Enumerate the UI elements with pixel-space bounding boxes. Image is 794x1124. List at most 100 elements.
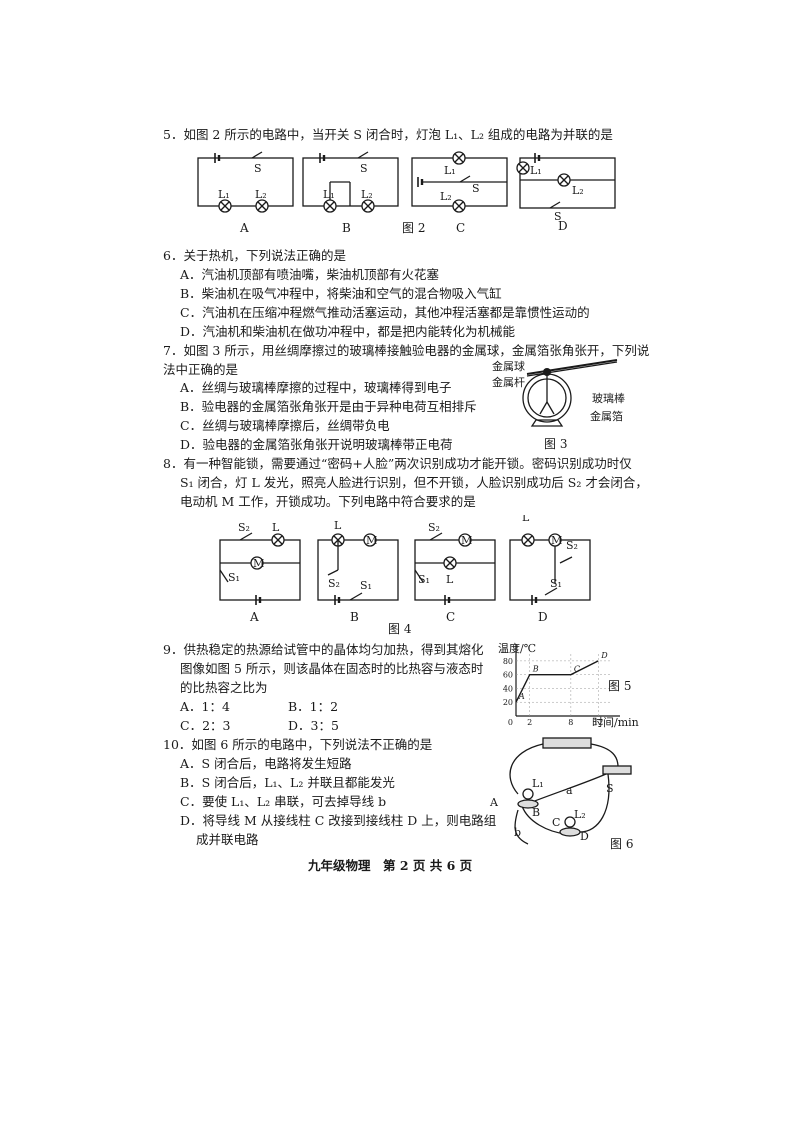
circuit-a bbox=[197, 151, 294, 213]
terminal-b-label: B bbox=[532, 806, 540, 819]
chart-x-tick-label: 8 bbox=[568, 718, 573, 727]
q8-b-l: L bbox=[334, 519, 342, 532]
q5-option-a: A bbox=[239, 221, 249, 235]
circuit-c bbox=[411, 151, 508, 213]
q10-option-c: C．要使 L₁、L₂ 串联，可去掉导线 b bbox=[180, 794, 387, 809]
chart-point-label-a: A bbox=[518, 692, 525, 701]
q5-b-l1-label: L₁ bbox=[323, 188, 335, 201]
q5-option-b: B bbox=[342, 221, 351, 235]
q8-option-b: B bbox=[350, 610, 359, 624]
q8-circuits-figure: S₂ L M S₁ L M S₂ S₁ S₂ M S₁ L L M S₂ S₁ … bbox=[219, 515, 591, 636]
q8-a-s1: S₁ bbox=[228, 571, 240, 584]
chart-y-tick-label: 20 bbox=[503, 698, 513, 707]
chart-point-label-b: B bbox=[532, 665, 539, 674]
lock-circuit-b bbox=[317, 533, 399, 605]
q5-stem: 5．如图 2 所示的电路中，当开关 S 闭合时，灯泡 L₁、L₂ 组成的电路为并… bbox=[163, 127, 613, 142]
q8-c-s1: S₁ bbox=[418, 573, 430, 586]
q9-option-b: B．1：2 bbox=[288, 699, 339, 714]
q5-c-l1-label: L₁ bbox=[444, 164, 456, 177]
q8-a-s2: S₂ bbox=[238, 521, 250, 534]
q8-d-m: M bbox=[551, 534, 562, 547]
page-footer: 九年级物理 第 2 页 共 6 页 bbox=[308, 858, 473, 873]
chart-y-tick-label: 60 bbox=[503, 671, 513, 680]
q8-b-s2: S₂ bbox=[328, 577, 340, 590]
q8-option-d: D bbox=[538, 610, 548, 624]
q9-option-c: C．2：3 bbox=[180, 718, 231, 733]
q5-a-l2-label: L₂ bbox=[255, 188, 267, 201]
q5-option-d: D bbox=[558, 219, 568, 233]
q7-stem-line1: 7．如图 3 所示，用丝绸摩擦过的玻璃棒接触验电器的金属球，金属箔张角张开，下列… bbox=[163, 343, 650, 358]
circuit-d bbox=[516, 153, 616, 209]
q5-d-l2-label: L₂ bbox=[572, 184, 584, 197]
q10-option-d-continued: 成并联电路 bbox=[196, 832, 259, 847]
q7-stem-line2: 法中正确的是 bbox=[163, 362, 239, 377]
q8-c-l: L bbox=[446, 573, 454, 586]
terminal-d-label: D bbox=[580, 830, 589, 843]
chart-point-label-d: D bbox=[600, 651, 608, 660]
q7-option-d: D．验电器的金属箔张角张开说明玻璃棒带正电荷 bbox=[180, 437, 453, 452]
q8-stem-line2: S₁ 闭合，灯 L 发光，照亮人脸进行识别，但不开锁，人脸识别成功后 S₂ 才会… bbox=[180, 475, 648, 490]
q10-circuit-figure: A B C D L₁ L₂ S a b 图 6 bbox=[489, 737, 633, 851]
q9-stem-line3: 的比热容之比为 bbox=[180, 680, 268, 695]
q5-option-c: C bbox=[456, 221, 465, 235]
q8-a-m: M bbox=[253, 557, 264, 570]
circuit-b bbox=[302, 151, 399, 213]
q5-c-l2-label: L₂ bbox=[440, 190, 452, 203]
electroscope-rod-label: 金属杆 bbox=[492, 375, 525, 389]
q10-option-b: B．S 闭合后，L₁、L₂ 并联且都能发光 bbox=[180, 775, 395, 790]
figure4-caption: 图 4 bbox=[388, 622, 412, 636]
q8-d-s1: S₁ bbox=[550, 577, 562, 590]
lock-circuit-a bbox=[219, 532, 301, 605]
q8-c-m: M bbox=[461, 534, 472, 547]
q5-circuits-figure: S L₁ L₂ S L₁ L₂ L₁ S L₂ L₁ L₂ S A B 图 2 … bbox=[197, 151, 616, 235]
q6-stem: 6．关于热机，下列说法正确的是 bbox=[163, 248, 346, 263]
q6-option-d: D．汽油机和柴油机在做功冲程中，都是把内能转化为机械能 bbox=[180, 324, 516, 339]
q8-option-c: C bbox=[446, 610, 455, 624]
q8-b-s1: S₁ bbox=[360, 579, 372, 592]
q8-stem-line1: 8．有一种智能锁，需要通过“密码+人脸”两次识别成功才能开锁。密码识别成功时仅 bbox=[163, 456, 632, 471]
lock-circuit-d bbox=[509, 533, 591, 605]
chart-origin-label: 0 bbox=[508, 718, 513, 727]
q5-c-s-label: S bbox=[472, 182, 480, 195]
q9-stem-line2: 图像如图 5 所示，则该晶体在固态时的比热容与液态时 bbox=[180, 661, 484, 676]
chart-xlabel: 时间/min bbox=[592, 716, 639, 729]
figure5-caption: 图 5 bbox=[608, 679, 631, 693]
q7-option-b: B．验电器的金属箔张角张开是由于异种电荷互相排斥 bbox=[180, 399, 477, 414]
q8-d-l: L bbox=[522, 515, 530, 524]
q5-d-s-label: S bbox=[554, 210, 562, 223]
q5-caption: 图 2 bbox=[402, 221, 425, 235]
switch-s-label: S bbox=[606, 782, 614, 795]
metal-foil-label: 金属箔 bbox=[590, 409, 623, 423]
chart-ylabel: 温度/℃ bbox=[498, 641, 536, 655]
chart-point-label-c: C bbox=[574, 665, 580, 674]
q10-option-d: D．将导线 M 从接线柱 C 改接到接线柱 D 上，则电路组 bbox=[180, 813, 497, 828]
q7-option-c: C．丝绸与玻璃棒摩擦后，丝绸带负电 bbox=[180, 418, 390, 433]
terminal-c-label: C bbox=[552, 816, 560, 829]
lamp-l1-label: L₁ bbox=[532, 777, 544, 790]
q8-stem-line3: 电动机 M 工作，开锁成功。下列电路中符合要求的是 bbox=[180, 494, 476, 509]
electroscope-ball-label: 金属球 bbox=[492, 359, 525, 373]
q8-b-m: M bbox=[366, 534, 377, 547]
chart-x-tick-label: 12 bbox=[593, 718, 603, 727]
q8-option-a: A bbox=[249, 610, 259, 624]
q6-option-a: A．汽油机顶部有喷油嘴，柴油机顶部有火花塞 bbox=[180, 267, 440, 282]
lamp-l2-label: L₂ bbox=[574, 808, 586, 821]
q7-option-a: A．丝绸与玻璃棒摩擦的过程中，玻璃棒得到电子 bbox=[180, 380, 452, 395]
q10-stem: 10．如图 6 所示的电路中，下列说法不正确的是 bbox=[163, 737, 433, 752]
q5-b-s-label: S bbox=[360, 162, 368, 175]
q8-d-s2: S₂ bbox=[566, 539, 578, 552]
wire-b-label: b bbox=[514, 826, 521, 839]
q8-c-s2: S₂ bbox=[428, 521, 440, 534]
q9-option-a: A．1：4 bbox=[180, 699, 230, 714]
chart-y-tick-label: 40 bbox=[503, 684, 513, 693]
q6-option-c: C．汽油机在压缩冲程燃气推动活塞运动，其他冲程活塞都是靠惯性运动的 bbox=[180, 305, 590, 320]
q9-stem-line1: 9．供热稳定的热源给试管中的晶体均匀加热，得到其熔化 bbox=[163, 642, 484, 657]
chart-y-tick-label: 80 bbox=[503, 657, 513, 666]
q5-b-l2-label: L₂ bbox=[361, 188, 373, 201]
electroscope-figure: 金属球 金属杆 玻璃棒 金属箔 图 3 bbox=[492, 359, 625, 451]
terminal-a-label: A bbox=[489, 796, 499, 809]
q5-d-l1-label: L₁ bbox=[530, 164, 542, 177]
q8-a-l: L bbox=[272, 521, 280, 534]
chart-series-line bbox=[515, 660, 599, 703]
